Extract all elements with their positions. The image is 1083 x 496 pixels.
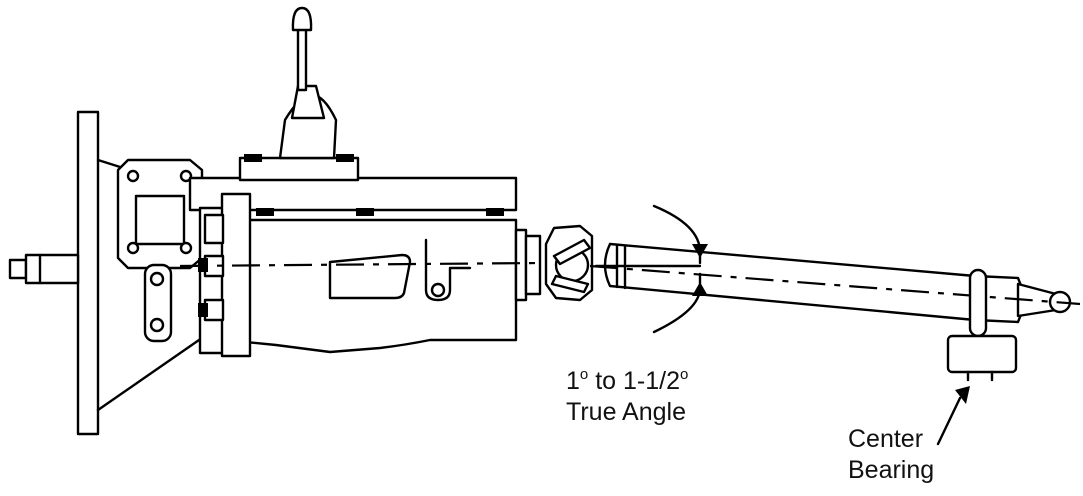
bearing-pointer-arrow — [936, 386, 970, 446]
degree-symbol: o — [579, 366, 589, 383]
center-bearing-line2: Bearing — [848, 456, 935, 484]
angle-max: to 1-1/2 — [588, 367, 680, 395]
center-bearing-line1: Center — [848, 425, 924, 453]
true-angle-label: 1o to 1-1/2o True Angle — [566, 366, 688, 428]
angle-range-line: 1o to 1-1/2o — [566, 366, 688, 397]
center-bearing-label: Center Bearing — [848, 424, 934, 486]
output-flange — [514, 224, 594, 302]
angle-indicator — [652, 204, 708, 334]
true-angle-text: True Angle — [566, 398, 686, 426]
angle-min: 1 — [566, 367, 580, 395]
transmission-centerline — [179, 261, 541, 268]
transmission-case — [198, 192, 518, 358]
link-bracket — [143, 263, 173, 343]
mounting-flange — [116, 158, 204, 270]
driveshaft — [589, 242, 1081, 324]
bell-housing-plate — [76, 110, 227, 436]
degree-symbol: o — [679, 366, 689, 383]
center-bearing — [946, 268, 1018, 382]
shift-lever — [278, 6, 338, 160]
input-shaft — [8, 253, 80, 285]
